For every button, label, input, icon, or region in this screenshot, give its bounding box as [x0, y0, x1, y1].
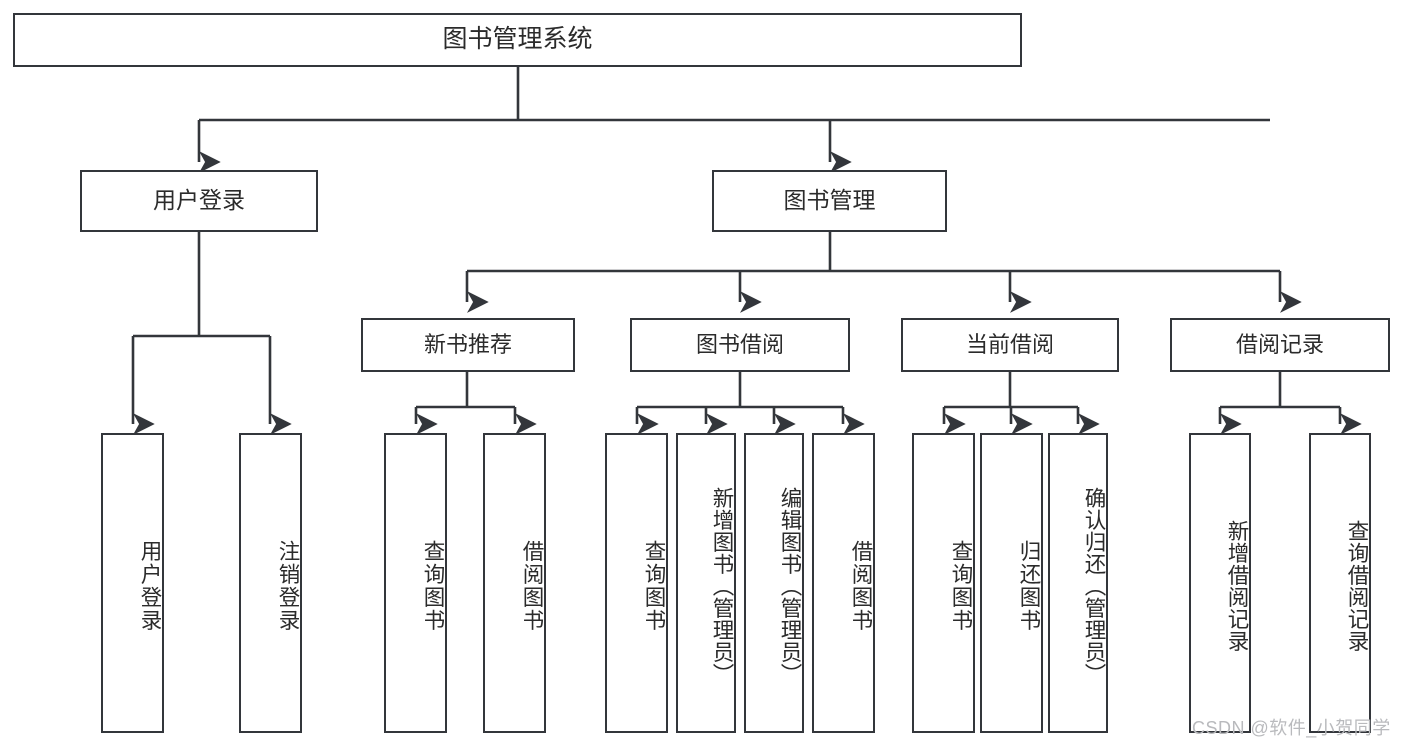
node-book-borrow[interactable]: 图书借阅 [630, 318, 850, 372]
leaf-label: 新增借阅记录 [1225, 520, 1249, 652]
node-root[interactable]: 图书管理系统 [13, 13, 1022, 67]
leaf-record-query-record[interactable]: 查询借阅记录 [1309, 433, 1371, 733]
node-user-login[interactable]: 用户登录 [80, 170, 318, 232]
leaf-label: 新增图书（管理员） [710, 487, 734, 685]
leaf-current-query-book[interactable]: 查询图书 [912, 433, 975, 733]
leaf-current-confirm-return-admin[interactable]: 确认归还（管理员） [1048, 433, 1108, 733]
leaf-borrow-borrow-book[interactable]: 借阅图书 [812, 433, 875, 733]
node-borrow-record[interactable]: 借阅记录 [1170, 318, 1390, 372]
leaf-borrow-query-book[interactable]: 查询图书 [605, 433, 668, 733]
leaf-record-add-record[interactable]: 新增借阅记录 [1189, 433, 1251, 733]
leaf-user-login-logout[interactable]: 注销登录 [239, 433, 302, 733]
leaf-label: 借阅图书 [520, 540, 544, 632]
node-book-borrow-label: 图书借阅 [695, 332, 784, 358]
watermark: CSDN @软件_小贺同学 [1192, 718, 1391, 738]
leaf-current-return-book[interactable]: 归还图书 [980, 433, 1043, 733]
leaf-label: 查询图书 [949, 540, 973, 632]
leaf-recommend-borrow-book[interactable]: 借阅图书 [483, 433, 546, 733]
leaf-user-login-login[interactable]: 用户登录 [101, 433, 164, 733]
leaf-label: 编辑图书（管理员） [778, 487, 802, 685]
leaf-label: 用户登录 [138, 540, 162, 632]
node-new-book-recommend[interactable]: 新书推荐 [361, 318, 575, 372]
leaf-label: 查询图书 [642, 540, 666, 632]
node-book-management-label: 图书管理 [783, 187, 876, 214]
leaf-label: 注销登录 [276, 540, 300, 632]
leaf-borrow-edit-book-admin[interactable]: 编辑图书（管理员） [744, 433, 804, 733]
node-user-login-label: 用户登录 [153, 187, 245, 214]
leaf-label: 查询图书 [421, 540, 445, 632]
node-borrow-record-label: 借阅记录 [1235, 332, 1324, 358]
leaf-borrow-add-book-admin[interactable]: 新增图书（管理员） [676, 433, 736, 733]
leaf-label: 借阅图书 [849, 540, 873, 632]
node-current-borrow[interactable]: 当前借阅 [901, 318, 1119, 372]
node-root-label: 图书管理系统 [442, 25, 593, 54]
leaf-label: 确认归还（管理员） [1082, 487, 1106, 685]
leaf-label: 归还图书 [1017, 540, 1041, 632]
node-current-borrow-label: 当前借阅 [965, 332, 1054, 358]
node-book-management[interactable]: 图书管理 [712, 170, 947, 232]
node-new-book-recommend-label: 新书推荐 [423, 332, 512, 358]
leaf-recommend-query-book[interactable]: 查询图书 [384, 433, 447, 733]
leaf-label: 查询借阅记录 [1345, 520, 1369, 652]
